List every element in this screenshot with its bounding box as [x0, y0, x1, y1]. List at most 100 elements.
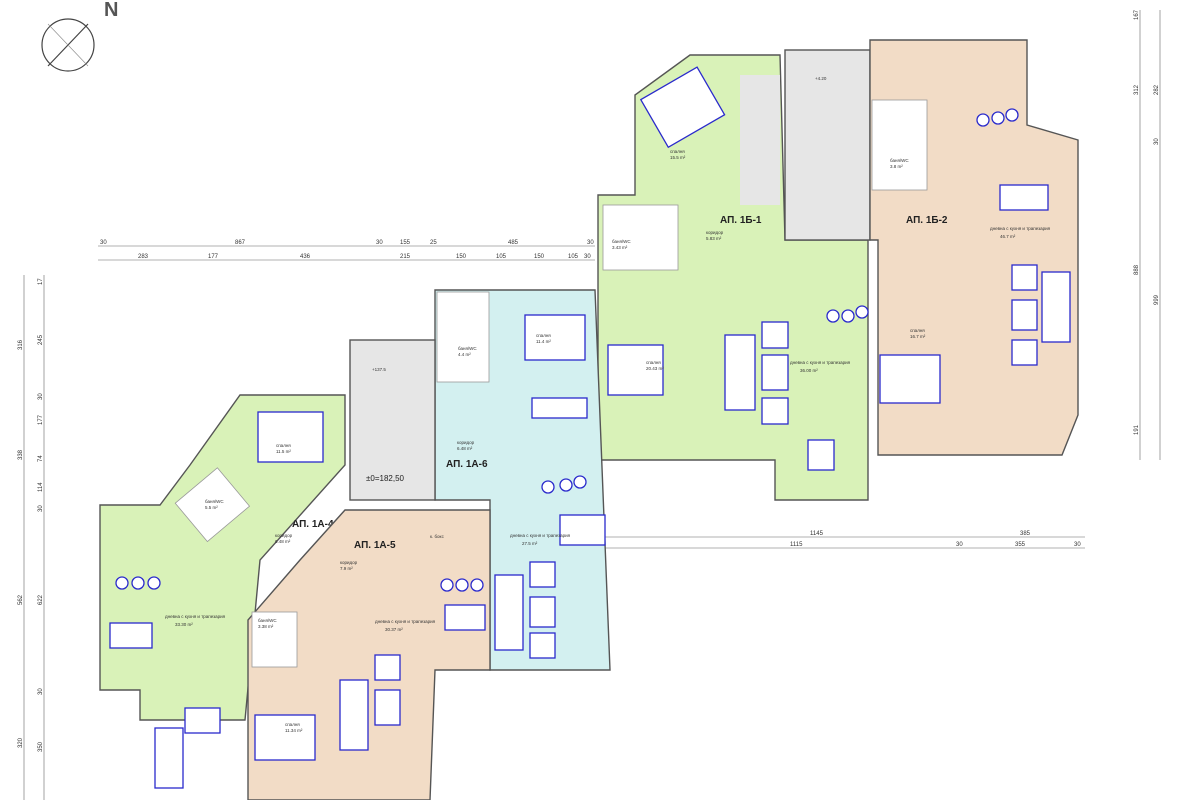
dimension-label: 30 [587, 240, 594, 246]
dimension-label: 17 [38, 278, 44, 285]
room-label: спалня [276, 443, 291, 448]
room-label: баня/WC [258, 618, 277, 623]
dimension-label: 215 [400, 254, 411, 260]
dimension-label: 30 [38, 688, 44, 695]
dimension-label: 150 [534, 254, 545, 260]
dimension-label: 30 [38, 505, 44, 512]
room-label: спалня [646, 360, 661, 365]
dimension-label: 114 [38, 482, 44, 492]
dimension-label: 350 [38, 741, 44, 752]
dimension-label: 74 [38, 455, 44, 462]
room-label: спалня [536, 333, 551, 338]
room-label: 4.4 m² [458, 352, 471, 357]
north-compass: N [41, 0, 118, 72]
room-label: баня/WC [205, 499, 224, 504]
room-label: 11.34 m² [285, 728, 303, 733]
dimension-label: 30 [376, 240, 383, 246]
room-label: баня/WC [890, 158, 909, 163]
dimension-label: 338 [18, 449, 24, 460]
room-label: дневна с кухня и трапезария [790, 360, 851, 365]
apartment-1b-1[interactable]: АП. 1Б-1 спалня 15.5 m² баня/WC 3.43 m² … [597, 54, 869, 501]
dimension-lines-right: 167 312 282 30 888 999 191 [1134, 9, 1161, 460]
dimension-label: 316 [18, 339, 24, 350]
room-label: 5.83 m² [706, 236, 722, 241]
dimension-label: 867 [235, 240, 246, 246]
apartment-1a-4[interactable]: АП. 1А-4 спалня 11.5 m² баня/WC 5.5 m² к… [99, 394, 346, 789]
dimension-label: 30 [38, 393, 44, 400]
apartment-label: АП. 1А-5 [354, 540, 396, 551]
dimension-label: 30 [584, 254, 591, 260]
dimension-label: 191 [1134, 424, 1140, 435]
dimension-label: 436 [300, 254, 311, 260]
room-label: коридор [706, 230, 724, 235]
apartment-label: АП. 1А-6 [446, 459, 488, 470]
dimension-label: 30 [956, 542, 963, 548]
dimension-label: 485 [508, 240, 519, 246]
dimension-label: 245 [38, 334, 44, 345]
room-label: 46.7 m² [1000, 234, 1016, 239]
room-label: к. бокс [430, 534, 445, 539]
dimension-label: 312 [1134, 84, 1140, 95]
dimension-label: 562 [18, 594, 24, 605]
dimension-label: 888 [1134, 264, 1140, 275]
room-label: 3.8 m² [890, 164, 903, 169]
room-label: дневна с кухня и трапезария [990, 226, 1051, 231]
apartment-1a-5[interactable]: АП. 1А-5 коридор 7.9 m² к. бокс баня/WC … [247, 509, 491, 800]
room-label: 3.38 m² [258, 624, 274, 629]
room-label: 30.37 m² [385, 627, 403, 632]
dimension-label: 1115 [790, 542, 803, 548]
room-label: дневна с кухня и трапезария [510, 533, 571, 538]
room-label: +4.20 [815, 76, 827, 81]
dimension-label: 167 [1134, 9, 1140, 20]
dimension-label: 30 [100, 240, 107, 246]
room-label: баня/WC [458, 346, 477, 351]
dimension-lines-top: 30 867 30 155 25 485 30 283 177 436 215 … [98, 240, 595, 261]
dimension-label: 150 [456, 254, 467, 260]
room-label: 3.43 m² [612, 245, 628, 250]
dimension-label: 155 [400, 240, 411, 246]
dimension-label: 385 [1020, 531, 1031, 537]
room-label: 6.48 m² [275, 539, 291, 544]
room-label: баня/WC [612, 239, 631, 244]
room-label: коридор [275, 533, 293, 538]
room-label: 27.5 m² [522, 541, 538, 546]
apartment-label: АП. 1А-4 [292, 519, 334, 530]
apartment-label: АП. 1Б-2 [906, 215, 948, 226]
dimension-label: 30 [1154, 138, 1160, 145]
room-label: спалня [670, 149, 685, 154]
room-label: 11.5 m² [276, 449, 291, 454]
dimension-label: 622 [38, 594, 44, 605]
dimension-label: 283 [138, 254, 149, 260]
room-label: 7.9 m² [340, 566, 353, 571]
dimension-label: 105 [568, 254, 579, 260]
dimension-label: 355 [1015, 542, 1026, 548]
dimension-label: 177 [208, 254, 219, 260]
room-label: коридор [457, 440, 475, 445]
room-label: +137.5 [372, 367, 386, 372]
dimension-lines-left: 17 245 316 30 177 74 338 114 30 562 622 … [18, 275, 45, 800]
level-mark: ±0=182,50 [366, 474, 405, 483]
room-label: 33.30 m² [175, 622, 193, 627]
dimension-label: 105 [496, 254, 507, 260]
room-label: 5.5 m² [205, 505, 218, 510]
north-label: N [104, 0, 118, 21]
room-label: 15.5 m² [670, 155, 686, 160]
stairwell-b: +4.20 [784, 49, 871, 241]
dimension-label: 282 [1154, 84, 1160, 95]
apartment-1b-2[interactable]: АП. 1Б-2 баня/WC 3.8 m² дневна с кухня и… [869, 39, 1079, 456]
stairwell-a: +137.5 ±0=182,50 [349, 339, 436, 501]
room-label: спалня [910, 328, 925, 333]
room-label: 36.00 m² [800, 368, 818, 373]
room-label: спалня [285, 722, 300, 727]
room-label: дневна с кухня и трапезария [165, 614, 226, 619]
dimension-lines-bottom-right: 1145 385 1115 30 355 30 [600, 531, 1085, 549]
room-label: коридор [340, 560, 358, 565]
dimension-label: 177 [38, 414, 44, 425]
room-label: 11.4 m² [536, 339, 551, 344]
apartment-label: АП. 1Б-1 [720, 215, 762, 226]
dimension-label: 999 [1154, 294, 1160, 305]
room-label: дневна с кухня и трапезария [375, 619, 436, 624]
dimension-label: 320 [18, 737, 24, 748]
room-label: 16.7 m² [910, 334, 926, 339]
